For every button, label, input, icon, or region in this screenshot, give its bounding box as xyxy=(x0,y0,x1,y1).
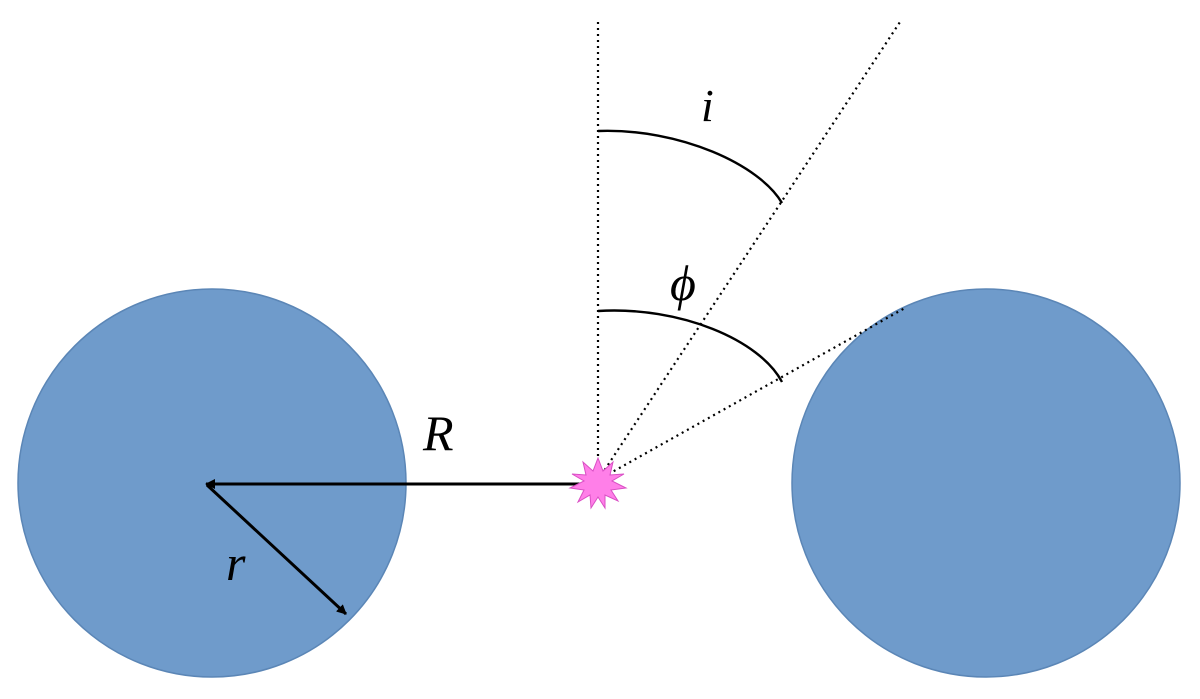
phi-label: ϕ xyxy=(670,255,696,311)
right-sphere xyxy=(791,288,1181,678)
small-r-arrow xyxy=(205,483,348,616)
inclination-label: i xyxy=(701,80,714,131)
inclination-line xyxy=(597,21,901,481)
inclination-arc xyxy=(597,129,784,204)
big-r-label: R xyxy=(422,405,454,461)
small-r-label: r xyxy=(226,535,246,591)
starburst-icon xyxy=(568,456,628,510)
tangent-line xyxy=(597,307,906,481)
phi-arc xyxy=(597,309,784,383)
